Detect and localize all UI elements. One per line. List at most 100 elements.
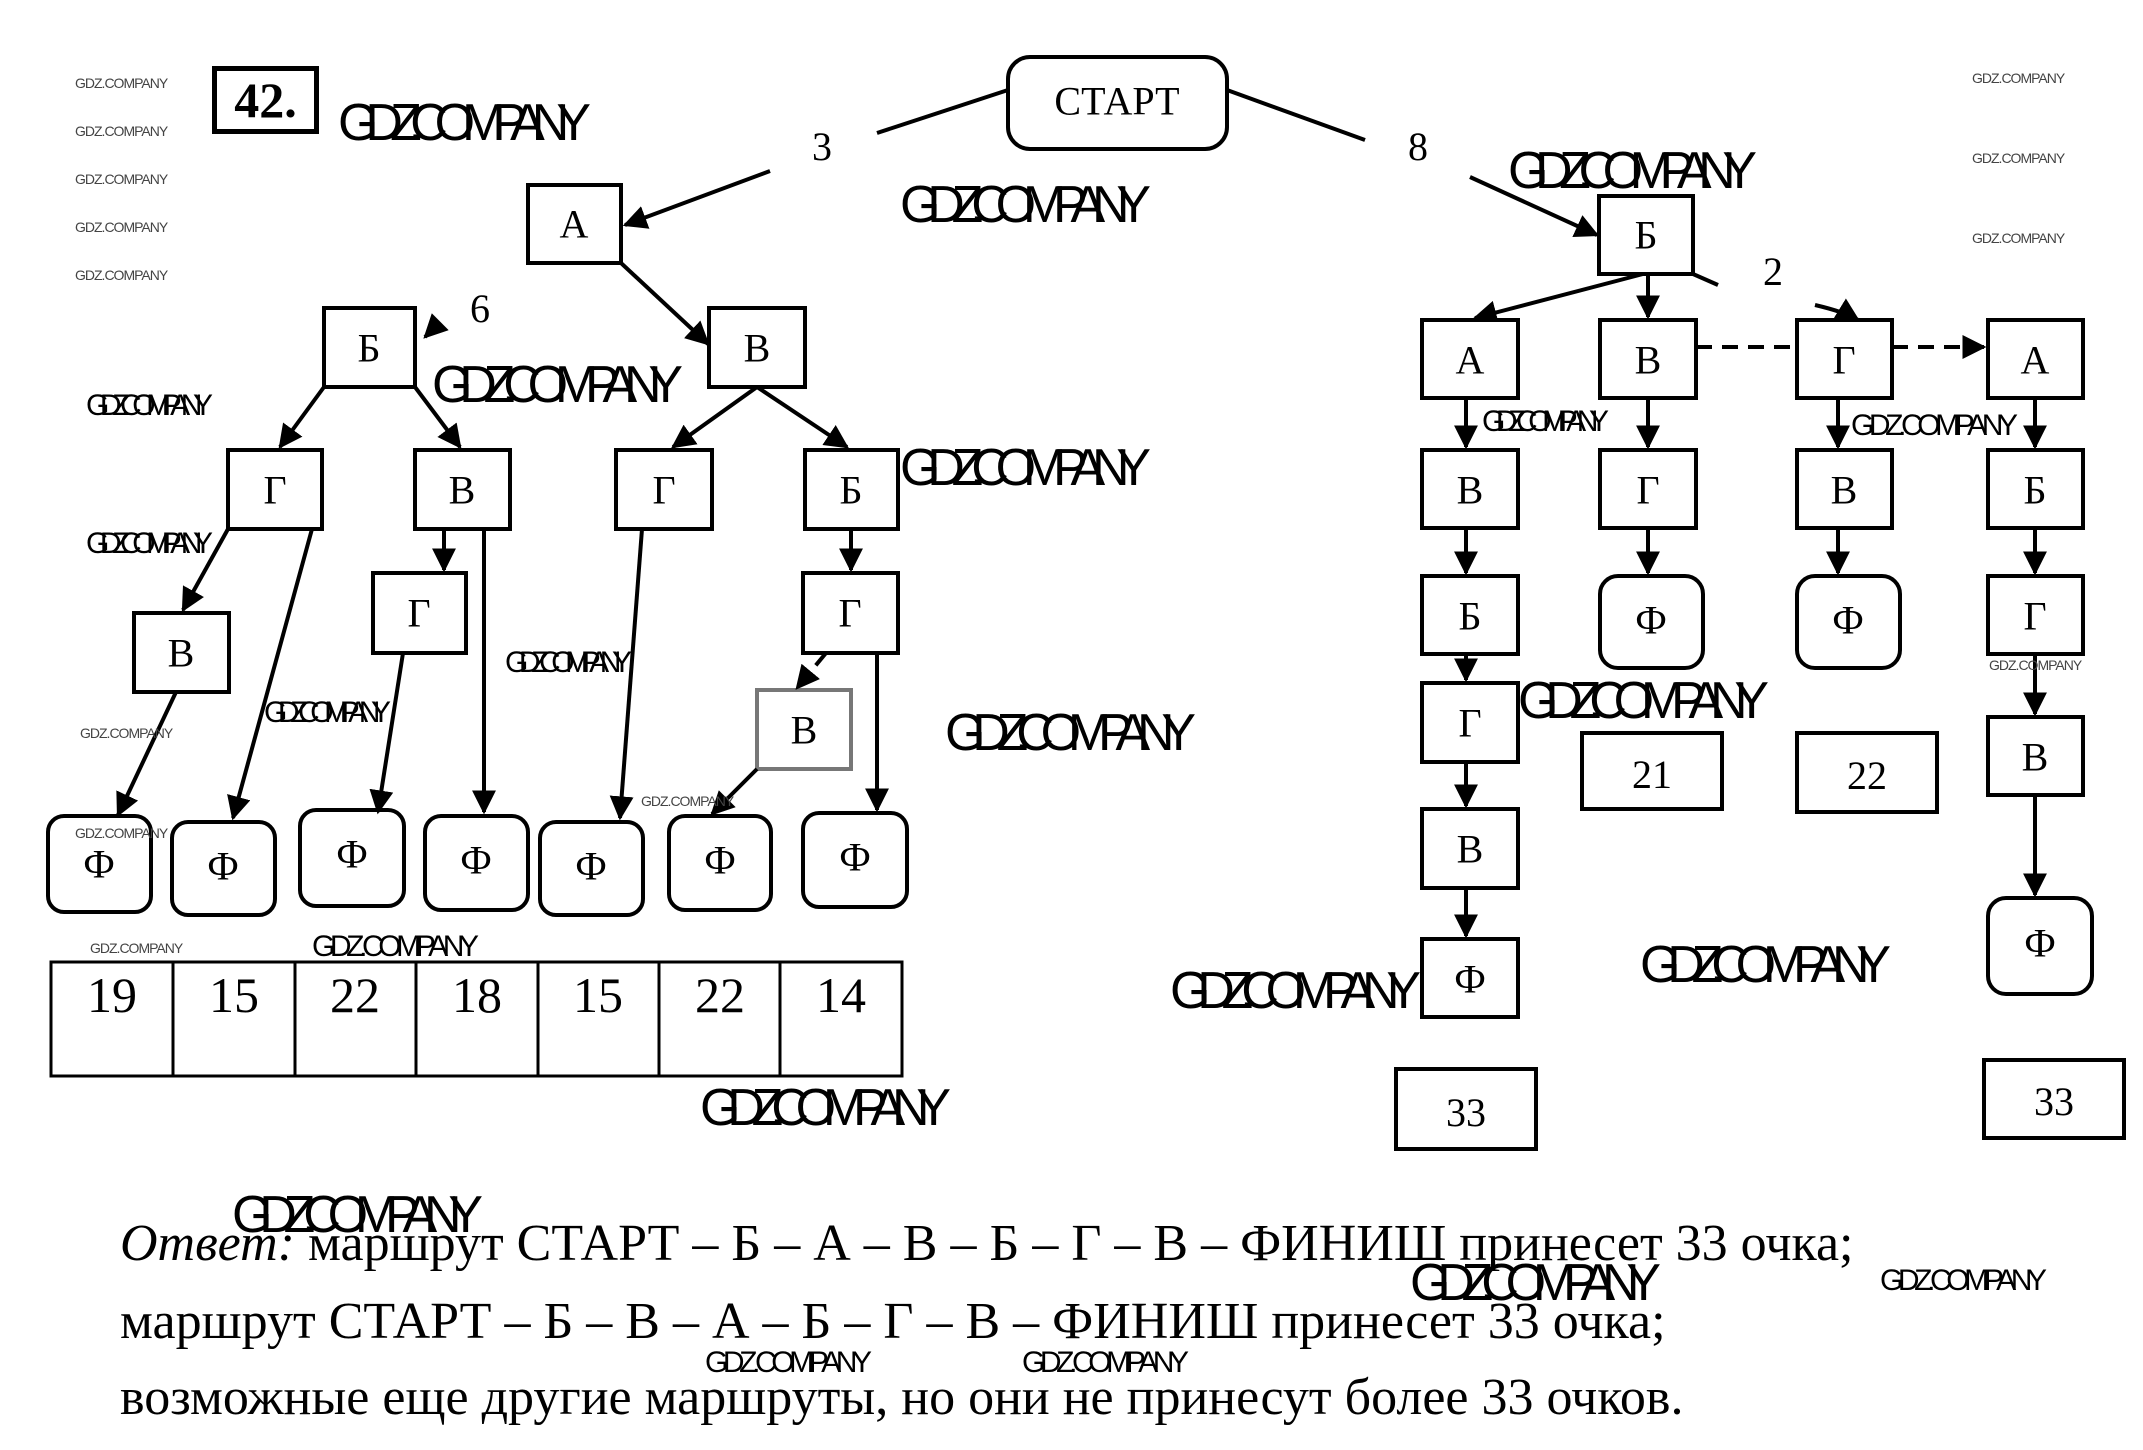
- watermark: GDZ.COMPANY: [232, 1186, 482, 1244]
- score-cell: 14: [816, 967, 866, 1023]
- svg-text:А: А: [2021, 338, 2050, 383]
- watermark: GDZ.COMPANY: [1022, 1346, 1189, 1379]
- node-b-left: Б: [322, 306, 417, 389]
- svg-text:В: В: [168, 631, 195, 676]
- watermark: GDZ.COMPANY: [1972, 70, 2066, 86]
- answer-line-2: маршрут СТАРТ – Б – В – А – Б – Г – В – …: [120, 1296, 1666, 1348]
- node-g-3: Г: [614, 448, 714, 531]
- edge: [1472, 272, 1644, 325]
- node-b-right-root: Б: [1597, 194, 1695, 276]
- svg-text:Ф: Ф: [1635, 598, 1667, 643]
- svg-text:Ф: Ф: [460, 838, 492, 883]
- edge: [227, 528, 314, 821]
- watermark: GDZ.COMPANY: [75, 219, 169, 235]
- svg-text:Б: Б: [840, 468, 863, 513]
- branch-1: В Б Г В Ф 33: [1394, 398, 1538, 1151]
- edge: [116, 691, 178, 818]
- score-cell: 22: [330, 967, 380, 1023]
- watermark: GDZ.COMPANY: [945, 704, 1195, 762]
- svg-text:Ф: Ф: [575, 844, 607, 889]
- score-table-left: 19 15 22 18 15 22 14: [49, 960, 904, 1078]
- svg-text:Г: Г: [1636, 468, 1659, 513]
- watermark: GDZ.COMPANY: [900, 176, 1150, 234]
- watermark: GDZ.COMPANY: [75, 75, 169, 91]
- answer-label: Ответ:: [120, 1215, 295, 1272]
- score-cell: 18: [452, 967, 502, 1023]
- edge: [1692, 272, 1719, 287]
- weight-start-b: 8: [1408, 124, 1428, 169]
- answer-line-1: Ответ: маршрут СТАРТ – Б – А – В – Б – Г…: [120, 1218, 1853, 1270]
- svg-text:Г: Г: [2023, 594, 2046, 639]
- edge: [710, 767, 759, 816]
- svg-text:Ф: Ф: [1454, 957, 1486, 1002]
- start-node: СТАРТ: [1006, 55, 1229, 151]
- svg-text:Ф: Ф: [207, 844, 239, 889]
- svg-text:Ф: Ф: [839, 835, 871, 880]
- start-label: СТАРТ: [1054, 79, 1179, 124]
- svg-text:Г: Г: [1832, 338, 1855, 383]
- node-v-2: В: [413, 448, 512, 531]
- svg-text:А: А: [1456, 338, 1485, 383]
- svg-text:Ф: Ф: [336, 832, 368, 877]
- svg-text:Г: Г: [652, 468, 675, 513]
- watermark: GDZ.COMPANY: [80, 725, 174, 741]
- svg-text:Г: Г: [838, 591, 861, 636]
- watermark: GDZ.COMPANY: [1170, 962, 1420, 1020]
- watermark: GDZ.COMPANY: [86, 527, 213, 560]
- answer-text-3: возможные еще другие маршруты, но они не…: [120, 1369, 1684, 1426]
- branch-score: 21: [1632, 752, 1672, 797]
- edge: [671, 385, 759, 449]
- watermark: GDZ.COMPANY: [700, 1079, 950, 1137]
- svg-text:В: В: [449, 468, 476, 513]
- watermark: GDZ.COMPANY: [505, 646, 632, 679]
- score-cell: 15: [209, 967, 259, 1023]
- watermark: GDZ.COMPANY: [1482, 405, 1609, 438]
- svg-text:Г: Г: [407, 591, 430, 636]
- svg-text:В: В: [1831, 468, 1858, 513]
- svg-text:Г: Г: [1458, 701, 1481, 746]
- watermark: GDZ.COMPANY: [86, 389, 213, 422]
- right-tree: Б 2 А В Г А В Б: [1394, 194, 2126, 1151]
- branch-3: В Ф 22: [1795, 398, 1939, 814]
- node-g-7: Г: [801, 571, 900, 655]
- watermark: GDZ.COMPANY: [432, 356, 682, 414]
- weight-a-b: 6: [470, 286, 490, 331]
- answer-text-1: маршрут СТАРТ – Б – А – В – Б – Г – В – …: [307, 1215, 1854, 1272]
- svg-text:Ф: Ф: [1832, 598, 1864, 643]
- edge-a-to-b: [423, 313, 449, 339]
- watermark: GDZ.COMPANY: [1410, 1254, 1660, 1312]
- svg-text:Б: Б: [1635, 213, 1658, 258]
- edge-a-to-v: [619, 261, 710, 346]
- branch-2-head: В: [1598, 318, 1698, 400]
- branch-2: Г Ф 21: [1580, 398, 1724, 811]
- branch-score: 22: [1847, 753, 1887, 798]
- watermark: GDZ.COMPANY: [1518, 672, 1768, 730]
- edge: [795, 651, 828, 690]
- svg-text:А: А: [560, 202, 589, 247]
- svg-text:В: В: [791, 708, 818, 753]
- node-v-left: В: [707, 306, 807, 389]
- problem-number: 42.: [212, 66, 319, 134]
- weight-start-a: 3: [812, 124, 832, 169]
- branch-4-head: А: [1986, 318, 2085, 400]
- watermark: GDZ.COMPANY: [1972, 230, 2066, 246]
- watermark: GDZ.COMPANY: [1640, 936, 1890, 994]
- edge: [369, 652, 405, 815]
- finish-nodes-left: Ф Ф Ф Ф Ф Ф Ф: [46, 808, 909, 917]
- edge-start-to-a: [622, 169, 771, 229]
- watermark: GDZ.COMPANY: [312, 930, 479, 963]
- watermark: GDZ.COMPANY: [338, 94, 590, 152]
- answer-line-3: возможные еще другие маршруты, но они не…: [120, 1372, 1683, 1424]
- node-g-6: Г: [371, 571, 468, 655]
- svg-text:В: В: [744, 326, 771, 371]
- svg-text:Б: Б: [2024, 468, 2047, 513]
- score-cell: 22: [695, 967, 745, 1023]
- node-v-8: В: [755, 688, 853, 771]
- watermark: GDZ.COMPANY: [1880, 1264, 2047, 1297]
- edge: [181, 528, 230, 613]
- watermarks: GDZ.COMPANY GDZ.COMPANY GDZ.COMPANY GDZ.…: [75, 94, 2084, 1379]
- watermark: GDZ.COMPANY: [1508, 142, 1756, 200]
- svg-text:Ф: Ф: [83, 842, 115, 887]
- watermark: GDZ.COMPANY: [1989, 657, 2083, 673]
